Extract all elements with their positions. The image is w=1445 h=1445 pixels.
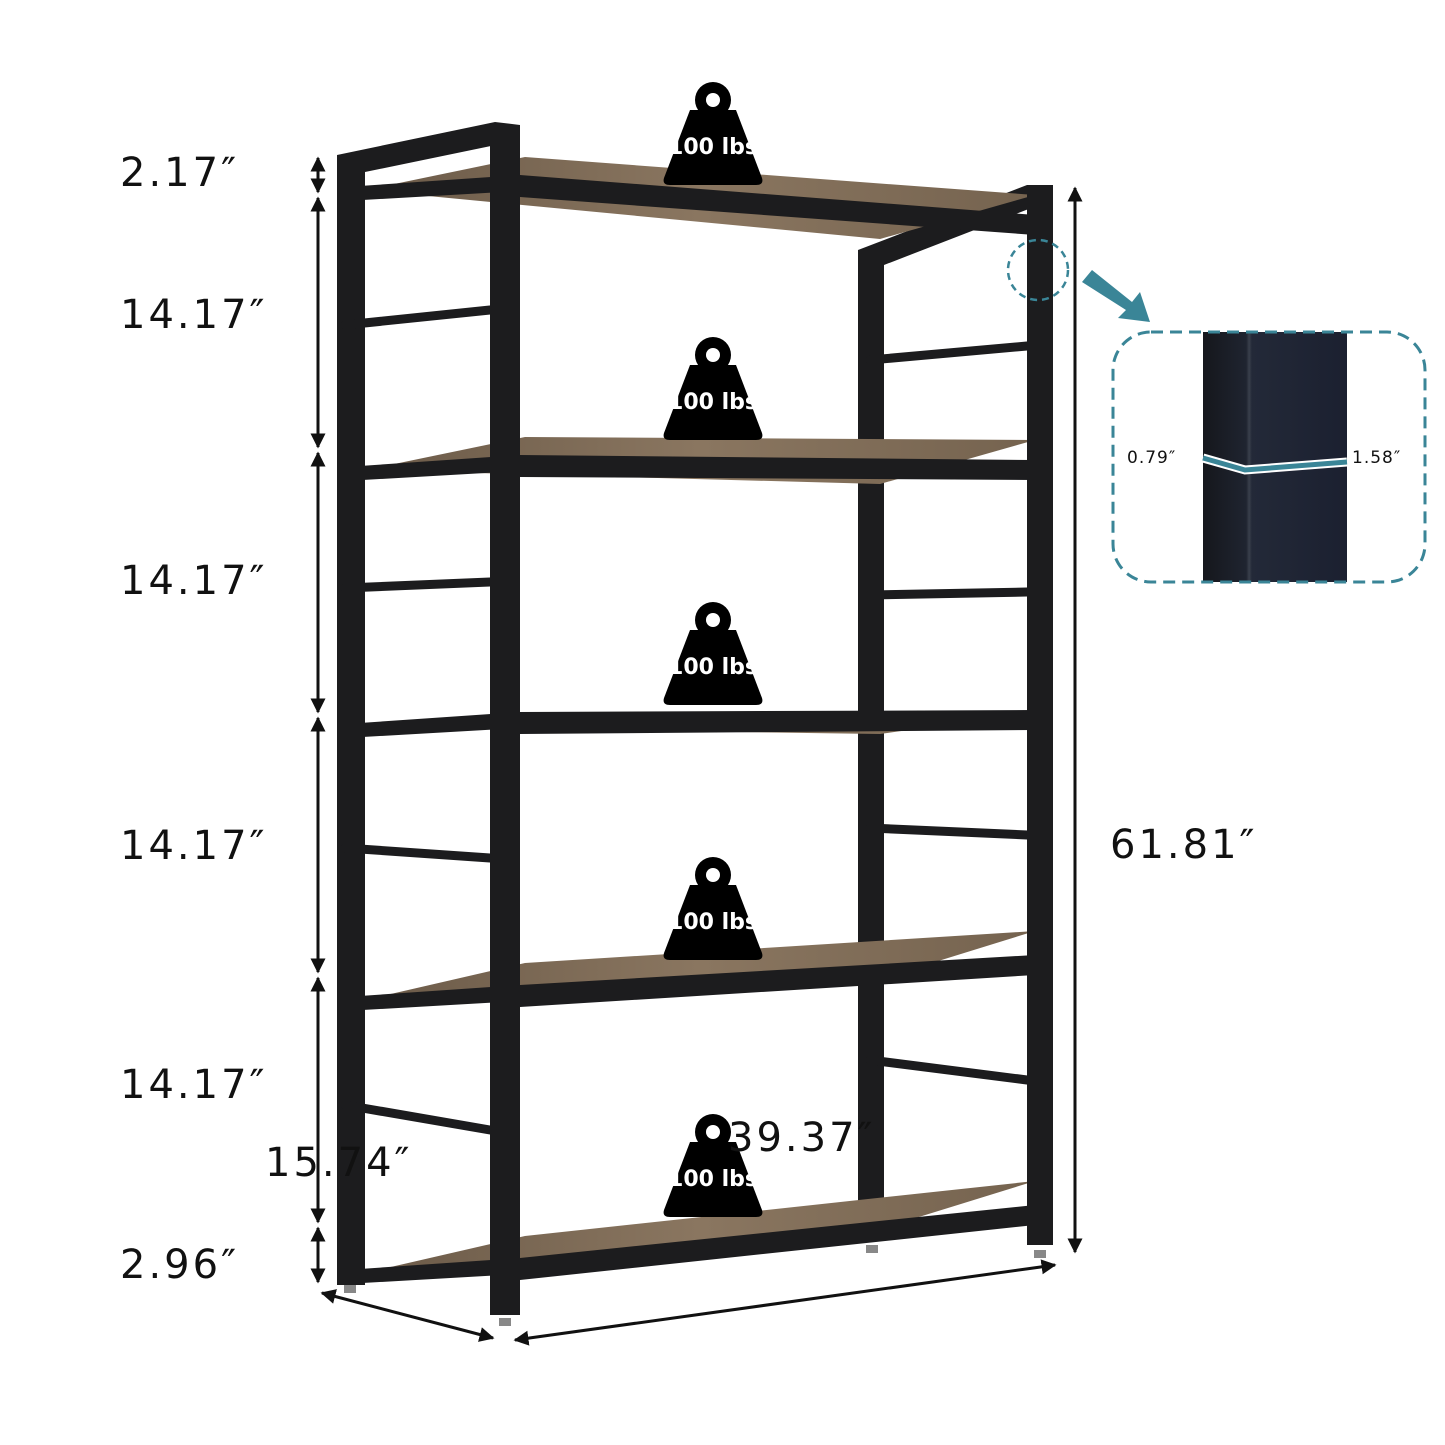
dim-height: 61.81″ [1110, 822, 1258, 868]
weight-icon: 100 lbs [663, 1114, 763, 1217]
shelf-side-beam [345, 1258, 520, 1284]
weight-icon: 100 lbs [663, 602, 763, 705]
shelf-side-beam [345, 985, 520, 1011]
weight-body [663, 110, 763, 185]
dim-top-gap: 2.17″ [120, 150, 240, 196]
weight-handle-hole [706, 613, 720, 627]
dim-shelf-gap-1: 14.17″ [120, 292, 268, 338]
foot-leveler [1034, 1250, 1046, 1258]
dim-shelf-gap-4: 14.17″ [120, 1062, 268, 1108]
width-dimension-arrow [513, 1259, 1057, 1346]
weight-label: 100 lbs [668, 655, 758, 680]
side-rail [865, 1055, 1032, 1085]
depth-dimension-arrow [320, 1289, 495, 1342]
inset-post-image [1203, 332, 1347, 582]
weight-handle-hole [706, 868, 720, 882]
left-front-post [490, 125, 520, 1315]
weight-body [663, 630, 763, 705]
weight-handle-hole [706, 1125, 720, 1139]
inset-tube-depth: 0.79″ [1127, 448, 1177, 468]
dim-shelf-gap-3: 14.17″ [120, 823, 268, 869]
top-side-bar-left [337, 122, 520, 172]
weight-body [663, 1142, 763, 1217]
shelf-front-beam [520, 455, 1035, 480]
shelf-side-beam [345, 455, 520, 481]
shelf-board [365, 1181, 1035, 1273]
foot-leveler [499, 1318, 511, 1326]
side-rail [865, 587, 1032, 600]
weight-body [663, 885, 763, 960]
shelf-front-beam [520, 955, 1035, 1007]
foot-leveler [344, 1285, 356, 1293]
weight-label: 100 lbs [668, 390, 758, 415]
detail-circle [1006, 238, 1070, 302]
weight-label: 100 lbs [668, 910, 758, 935]
foot-leveler [866, 1245, 878, 1253]
right-back-post [858, 250, 884, 1240]
shelf-front-beam [520, 175, 1035, 235]
dim-bottom-gap: 2.96″ [120, 1242, 240, 1288]
right-front-post [1027, 185, 1053, 1245]
weight-label: 100 lbs [668, 1167, 758, 1192]
callout-arrow-icon [1082, 270, 1150, 322]
weight-icon: 100 lbs [663, 857, 763, 960]
weight-handle-hole [706, 93, 720, 107]
side-rail [340, 577, 495, 593]
dim-width: 39.37″ [728, 1115, 876, 1161]
side-rail [340, 1100, 495, 1135]
dim-depth: 15.74″ [265, 1140, 413, 1186]
weight-body [663, 365, 763, 440]
side-rail [340, 843, 495, 863]
weight-icon: 100 lbs [663, 82, 763, 185]
weight-label: 100 lbs [668, 135, 758, 160]
side-rail [865, 823, 1032, 840]
shelf-front-beam [520, 710, 1035, 734]
inset-measure-line [1202, 455, 1348, 473]
side-rail [340, 305, 495, 330]
inset-tube-width: 1.58″ [1352, 448, 1402, 468]
shelf-board [365, 931, 1035, 1000]
weight-handle-hole [706, 348, 720, 362]
left-back-post [337, 155, 365, 1285]
weight-icon: 100 lbs [663, 337, 763, 440]
side-rail [865, 341, 1032, 365]
dim-shelf-gap-2: 14.17″ [120, 558, 268, 604]
shelf-side-beam [345, 712, 520, 738]
shelf-side-beam [345, 175, 520, 201]
inset-frame [1111, 330, 1427, 584]
